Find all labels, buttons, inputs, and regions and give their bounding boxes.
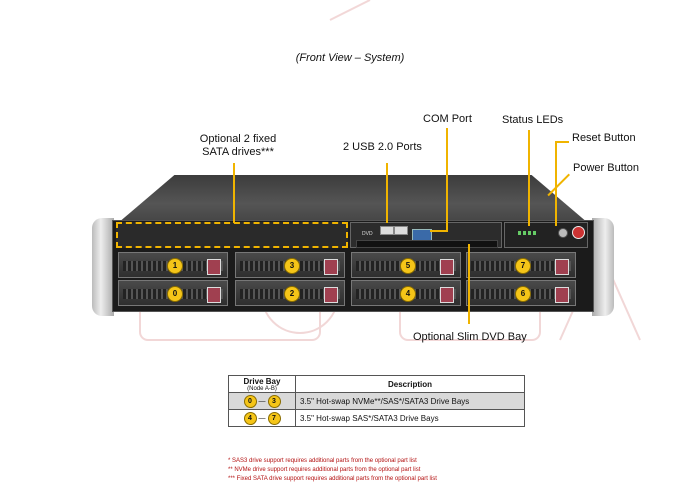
drive-bay-3: 3: [235, 252, 345, 278]
bay-latch: [324, 259, 338, 275]
label-optional-sata: Optional 2 fixed SATA drives***: [199, 133, 277, 158]
rack-ear-right: [592, 218, 614, 316]
drive-bay-4: 4: [351, 280, 461, 306]
dvd-slot: [356, 240, 498, 248]
range-end-badge: 7: [267, 411, 281, 425]
note-sas3: * SAS3 drive support requires additional…: [228, 458, 417, 464]
bay-range: 0—3: [228, 392, 296, 410]
bay-number-badge: 5: [400, 258, 416, 274]
range-arrow-icon: —: [258, 414, 266, 422]
drive-bay-2: 2: [235, 280, 345, 306]
bay-latch: [440, 259, 454, 275]
bay-number-badge: 0: [167, 286, 183, 302]
table-header-desc: Description: [295, 375, 525, 393]
bay-latch: [555, 259, 569, 275]
label-power: Power Button: [573, 162, 640, 174]
bay-description: 3.5" Hot-swap SAS*/SATA3 Drive Bays: [295, 409, 525, 427]
bay-latch: [207, 259, 221, 275]
dvd-face-label: DVD: [362, 231, 373, 237]
callout-com-v: [446, 128, 448, 232]
table-header-bay: Drive Bay (Node A-B): [228, 375, 296, 393]
bay-range: 4—7: [228, 409, 296, 427]
callout-usb-v: [386, 163, 388, 223]
drive-bay-0: 0: [118, 280, 228, 306]
status-led-icon: [518, 231, 536, 235]
usb-port-2: [394, 226, 408, 235]
figure-caption: (Front View – System): [295, 52, 405, 64]
bay-latch: [440, 287, 454, 303]
label-dvd-bay: Optional Slim DVD Bay: [413, 331, 527, 343]
range-arrow-icon: —: [258, 397, 266, 405]
callout-led-v: [528, 130, 530, 226]
label-com: COM Port: [423, 113, 472, 125]
label-usb: 2 USB 2.0 Ports: [343, 141, 422, 153]
callout-reset-v: [555, 141, 557, 226]
note-fixed-sata: *** Fixed SATA drive support requires ad…: [228, 476, 437, 482]
bay-number-badge: 4: [400, 286, 416, 302]
callout-power-h: [547, 173, 570, 197]
rack-ear-left: [92, 218, 114, 316]
drive-bay-5: 5: [351, 252, 461, 278]
chassis-top: [118, 175, 588, 223]
bay-number-badge: 7: [515, 258, 531, 274]
callout-dvd-v: [468, 244, 470, 324]
bay-number-badge: 3: [284, 258, 300, 274]
bay-description: 3.5" Hot-swap NVMe**/SAS*/SATA3 Drive Ba…: [295, 392, 525, 410]
range-start-badge: 0: [243, 394, 257, 408]
drive-bay-7: 7: [466, 252, 576, 278]
bay-number-badge: 1: [167, 258, 183, 274]
label-reset: Reset Button: [572, 132, 636, 144]
drive-bay-1: 1: [118, 252, 228, 278]
usb-port-1: [380, 226, 394, 235]
callout-sata-v: [233, 163, 235, 223]
range-start-badge: 4: [243, 411, 257, 425]
drive-bay-6: 6: [466, 280, 576, 306]
bay-number-badge: 6: [515, 286, 531, 302]
power-button: [572, 226, 585, 239]
bay-number-badge: 2: [284, 286, 300, 302]
range-end-badge: 3: [267, 394, 281, 408]
optional-sata-drive-area: [116, 222, 348, 248]
bay-latch: [207, 287, 221, 303]
note-nvme: ** NVMe drive support requires additiona…: [228, 467, 421, 473]
callout-com-h: [430, 230, 448, 232]
label-status-leds: Status LEDs: [502, 114, 564, 126]
bay-latch: [555, 287, 569, 303]
reset-button: [558, 228, 568, 238]
callout-reset-h: [555, 141, 569, 143]
bay-latch: [324, 287, 338, 303]
